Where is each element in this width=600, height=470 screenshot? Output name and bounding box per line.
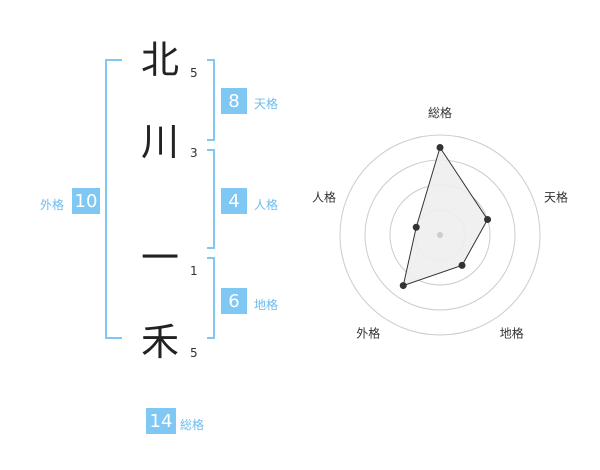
jinkaku-bracket	[207, 149, 215, 249]
name-char-2: 川	[140, 120, 179, 164]
name-char-1: 北	[140, 38, 179, 82]
tenkaku-value-box: 8	[221, 88, 247, 114]
radar-point-4	[399, 282, 407, 290]
radar-point-2	[484, 216, 492, 224]
stroke-count-1: 5	[190, 66, 198, 80]
stroke-count-2: 3	[190, 146, 198, 160]
gaikaku-label: 外格	[40, 198, 65, 212]
tenkaku-label: 天格	[254, 97, 279, 111]
soukaku-label: 総格	[180, 418, 205, 432]
radar-area	[402, 146, 489, 287]
radar-axis-label-4: 外格	[356, 326, 380, 341]
radar-axis-label-3: 地格	[500, 326, 524, 341]
radar-point-5	[412, 223, 420, 231]
radar-axis-label-1: 総格	[428, 105, 452, 120]
stroke-count-4: 5	[190, 346, 198, 360]
chikaku-bracket	[207, 257, 215, 339]
stroke-count-3: 1	[190, 264, 198, 278]
name-char-3: 一	[140, 236, 179, 280]
radar-point-3	[458, 261, 466, 269]
radar-point-1	[436, 144, 444, 151]
jinkaku-value-box: 4	[221, 188, 247, 214]
jinkaku-label: 人格	[254, 198, 279, 212]
radar-center	[437, 232, 443, 238]
radar-axis-label-2: 天格	[544, 189, 568, 204]
gaikaku-bracket	[105, 59, 122, 339]
chikaku-label: 地格	[254, 298, 279, 312]
chikaku-value-box: 6	[221, 288, 247, 314]
name-char-4: 禾	[140, 320, 179, 364]
soukaku-value-box: 14	[146, 408, 176, 434]
radar-axis-label-5: 人格	[312, 189, 336, 204]
radar-ring	[339, 134, 541, 336]
tenkaku-bracket	[207, 59, 215, 141]
gaikaku-value-box: 10	[72, 188, 100, 214]
